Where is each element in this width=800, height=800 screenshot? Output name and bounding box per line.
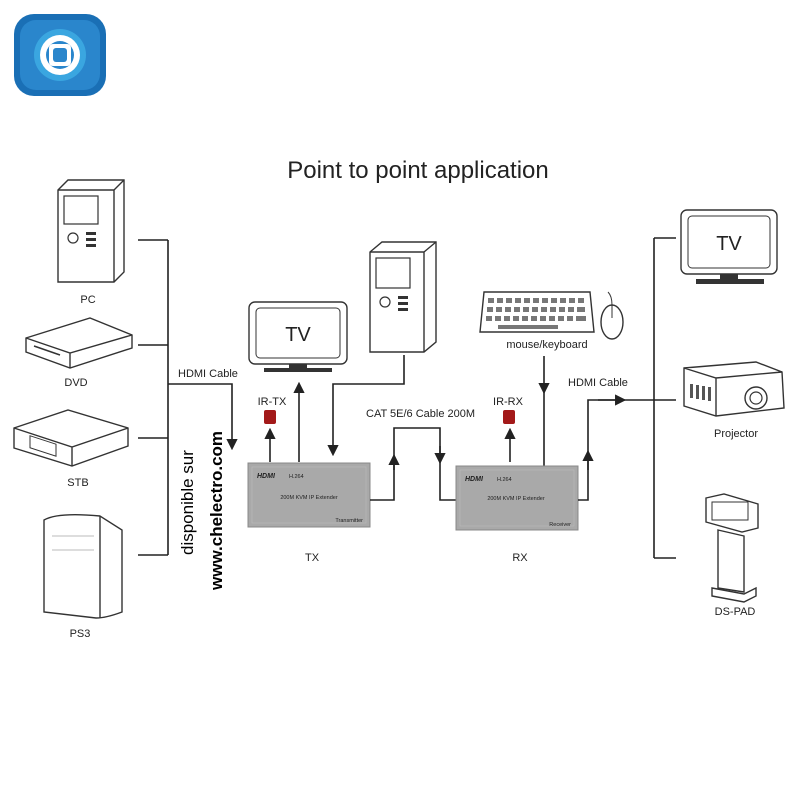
watermark: disponible sur www.chelectro.com bbox=[178, 431, 226, 591]
sink-label-ds-pad: DS-PAD bbox=[715, 606, 756, 618]
ir-rx-sensor-icon bbox=[503, 410, 515, 424]
hdmi-cable-in-label: HDMI Cable bbox=[178, 368, 238, 380]
receiver-logo-text: HDMI bbox=[465, 476, 484, 483]
local-tv-text: TV bbox=[285, 324, 311, 346]
transmitter-name: 200M KVM IP Extender bbox=[280, 495, 338, 501]
transmitter-codec: H.264 bbox=[289, 474, 304, 480]
watermark-line-1: disponible sur bbox=[178, 450, 197, 555]
sink-tv-icon bbox=[680, 209, 778, 284]
watermark-line-2: www.chelectro.com bbox=[207, 431, 226, 591]
brand-logo-icon bbox=[14, 14, 106, 96]
receiver-caption: RX bbox=[512, 552, 528, 564]
receiver-role: Receiver bbox=[549, 522, 571, 528]
sink-tv-text: TV bbox=[716, 233, 742, 255]
transmitter-unit bbox=[247, 462, 371, 528]
dvd-player-icon bbox=[25, 317, 133, 369]
transmitter-logo-text: HDMI bbox=[257, 473, 276, 480]
source-label-stb: STB bbox=[67, 477, 88, 489]
transmitter-caption: TX bbox=[305, 552, 320, 564]
hdmi-cable-out-label: HDMI Cable bbox=[568, 377, 628, 389]
sink-bus-lines bbox=[578, 237, 676, 559]
sink-label-projector: Projector bbox=[714, 428, 758, 440]
source-bus-lines bbox=[138, 239, 238, 556]
local-pc-tower-icon bbox=[369, 241, 437, 353]
mouse-icon bbox=[600, 291, 624, 340]
receiver-name: 200M KVM IP Extender bbox=[487, 496, 545, 502]
receiver-codec: H.264 bbox=[497, 477, 512, 483]
source-label-dvd: DVD bbox=[64, 377, 87, 389]
ir-rx-label: IR-RX bbox=[493, 396, 524, 408]
source-label-pc: PC bbox=[80, 294, 95, 306]
cat-cable-label: CAT 5E/6 Cable 200M bbox=[366, 408, 475, 420]
pc-tower-icon bbox=[57, 179, 125, 283]
ds-pad-kiosk-icon bbox=[705, 493, 759, 603]
ir-tx-sensor-icon bbox=[264, 410, 276, 424]
ps3-console-icon bbox=[43, 513, 123, 619]
set-top-box-icon bbox=[13, 409, 129, 467]
mouse-keyboard-label: mouse/keyboard bbox=[506, 339, 587, 351]
local-tv-icon bbox=[248, 301, 348, 372]
projector-icon bbox=[683, 361, 785, 417]
transmitter-role: Transmitter bbox=[335, 518, 363, 524]
receiver-unit bbox=[455, 465, 579, 531]
keyboard-icon bbox=[479, 291, 595, 333]
diagram-title: Point to point application bbox=[287, 157, 549, 184]
source-label-ps3: PS3 bbox=[70, 628, 91, 640]
ir-tx-label: IR-TX bbox=[258, 396, 287, 408]
